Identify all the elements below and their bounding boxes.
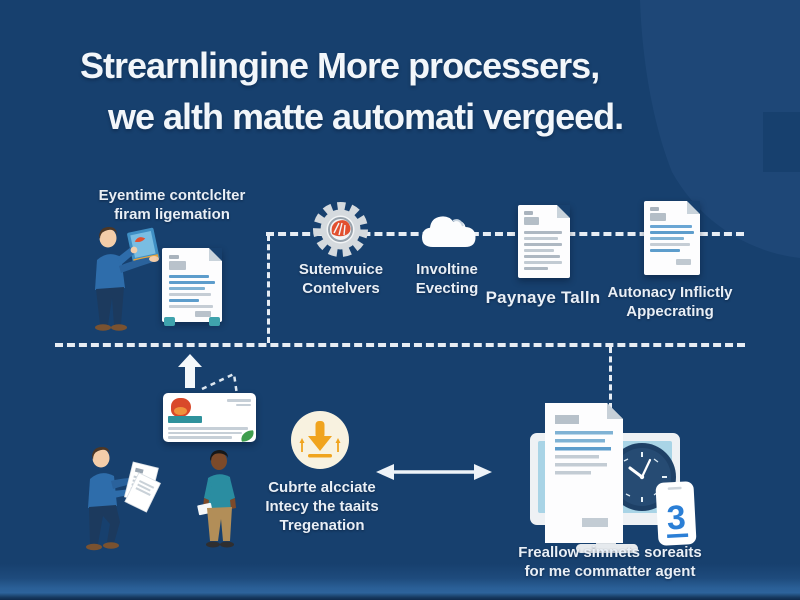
payment-label: Paynaye Talln xyxy=(483,287,603,308)
page-fold xyxy=(687,201,700,214)
avatar-blob xyxy=(171,398,191,417)
handoff-person-figure xyxy=(86,447,161,551)
approval-label-line1: Autonacy Inflictly xyxy=(607,284,733,301)
screen-document-icon xyxy=(545,403,623,543)
mid-divider-line xyxy=(55,343,745,347)
gear-label-line2: Contelvers xyxy=(302,279,380,297)
bottom-band xyxy=(0,564,800,600)
approval-label: Autonacy Inflictly Appecrating xyxy=(603,284,737,322)
monitor-junction-line xyxy=(609,347,612,409)
gear-icon xyxy=(313,202,368,257)
monitor-base xyxy=(576,544,638,553)
cloud-label-line1: Involtine xyxy=(416,261,478,278)
contract-document-icon xyxy=(162,248,222,326)
up-arrow-icon xyxy=(178,354,202,388)
headline-line1: Strearnlingine More processers, xyxy=(80,45,600,86)
top-flow-line xyxy=(266,232,744,236)
doc-stand-left xyxy=(164,317,175,326)
left-junction-line xyxy=(267,235,270,343)
contract-label-line2: firam ligemation xyxy=(114,205,230,223)
download-label-line3: Tregenation xyxy=(279,516,365,534)
headline: Strearnlingine More processers, we alth … xyxy=(80,40,624,142)
card-connector-line xyxy=(201,372,240,403)
receiving-person-figure xyxy=(197,450,236,548)
phone-icon: 3 xyxy=(655,481,697,546)
headline-line2: we alth matte automati vergeed. xyxy=(108,96,624,138)
monitor-label: Freallow simnets soreaits for me commatt… xyxy=(500,544,720,582)
handoff-papers-icon xyxy=(123,461,161,513)
download-label-line1: Cubrte alcciate xyxy=(268,479,376,496)
contract-label-line1: Eyentime contclclter xyxy=(98,187,246,204)
gear-label: Sutemvuice Contelvers xyxy=(281,261,401,299)
card-teal-bar xyxy=(168,416,202,423)
payment-label-line1: Paynaye Talln xyxy=(485,288,601,307)
gear-core-icon xyxy=(331,220,351,237)
cloud-label-line2: Evecting xyxy=(415,279,479,297)
download-label-line2: Intecy the taaits xyxy=(265,497,379,515)
gear-label-line1: Sutemvuice xyxy=(298,261,384,278)
monitor-label-line2: for me commatter agent xyxy=(524,562,696,580)
contract-label: Eyentime contclclter firam ligemation xyxy=(72,187,272,225)
double-arrow-icon xyxy=(376,464,492,480)
leaf-icon xyxy=(240,430,255,442)
id-card xyxy=(163,393,256,442)
page-fold xyxy=(209,248,222,261)
approval-document-icon xyxy=(644,201,700,275)
phone-number: 3 xyxy=(666,499,687,538)
download-icon xyxy=(291,411,349,469)
doc-stand-right xyxy=(209,317,220,326)
page-fold xyxy=(557,205,570,218)
cloud-icon xyxy=(422,216,476,247)
approval-label-line2: Appecrating xyxy=(626,302,714,320)
cloud-label: Involtine Evecting xyxy=(387,261,507,299)
contract-person-figure xyxy=(95,227,160,331)
download-label: Cubrte alcciate Intecy the taaits Tregen… xyxy=(252,479,392,535)
monitor-label-line1: Freallow simnets soreaits xyxy=(518,544,702,561)
payment-document-icon xyxy=(518,205,570,278)
monitor-icon: 3 xyxy=(530,403,697,553)
